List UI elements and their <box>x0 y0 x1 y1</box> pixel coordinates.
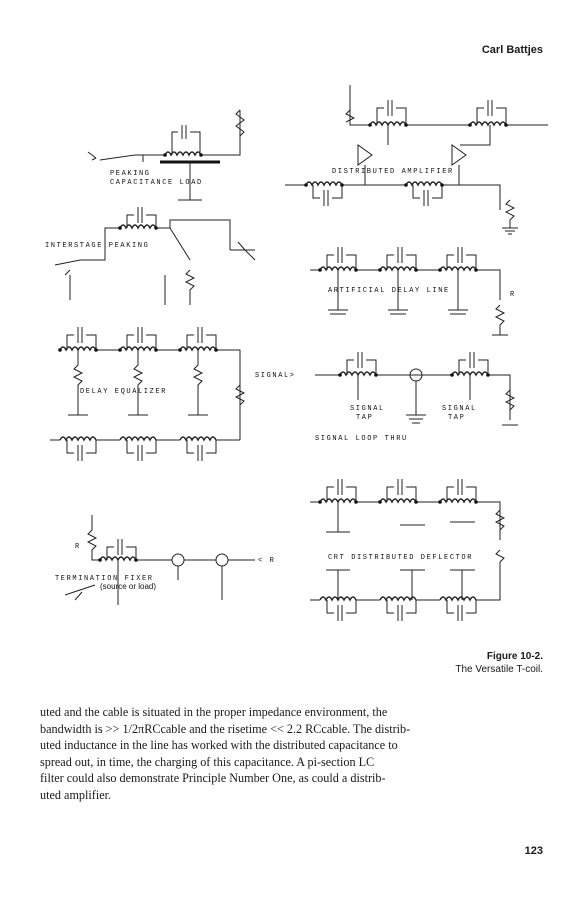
body-line-2: bandwidth is >> 1/2πRCcable and the rise… <box>40 721 411 736</box>
signal-tap-1-tap-label: TAP <box>356 414 373 422</box>
figure-title: The Versatile T-coil. <box>455 664 543 675</box>
peaking-label: PEAKING <box>110 170 151 178</box>
running-header-author: Carl Battjes <box>481 44 543 56</box>
figure-number: Figure 10-2. <box>486 651 543 662</box>
body-line-1: uted and the cable is situated in the pr… <box>40 705 388 719</box>
signal-tap-2-tap-label: TAP <box>448 414 465 422</box>
body-line-6: uted amplifier. <box>40 787 112 802</box>
signal-in-label: SIGNAL> <box>255 372 296 380</box>
page-number: 123 <box>524 845 543 857</box>
source-or-load-label: (source or load) <box>100 582 156 591</box>
termination-fixer-circuit: R < R TERMINATION FIXER (source or load) <box>55 515 275 605</box>
t-coil-figure: PEAKING CAPACITANCE LOAD DISTRIBUTED AMP… <box>40 70 550 650</box>
delay-equalizer-label: DELAY EQUALIZER <box>80 388 167 396</box>
distributed-amplifier-label: DISTRIBUTED AMPLIFIER <box>332 168 454 176</box>
body-line-5: filter could also demonstrate Principle … <box>40 771 386 786</box>
artificial-delay-line-circuit: ARTIFICIAL DELAY LINE R <box>310 247 516 336</box>
r-mid-label: < R <box>258 557 275 565</box>
r-left-label: R <box>75 543 81 551</box>
signal-tap-1-label: SIGNAL <box>350 405 385 413</box>
artificial-delay-line-label: ARTIFICIAL DELAY LINE <box>328 287 450 295</box>
distributed-amplifier-circuit: DISTRIBUTED AMPLIFIER <box>285 85 548 235</box>
figure-caption: Figure 10-2. The Versatile T-coil. <box>455 650 543 676</box>
signal-loop-thru-label: SIGNAL LOOP THRU <box>315 435 408 443</box>
r-right-label: R <box>510 291 516 299</box>
body-paragraph: uted and the cable is situated in the pr… <box>40 704 460 804</box>
crt-deflector-label: CRT DISTRIBUTED DEFLECTOR <box>328 554 473 562</box>
crt-deflector-circuit: CRT DISTRIBUTED DEFLECTOR <box>310 479 506 621</box>
signal-tap-2-label: SIGNAL <box>442 405 477 413</box>
interstage-peaking-label: INTERSTAGE PEAKING <box>45 242 149 250</box>
peaking-capacitance-circuit: PEAKING CAPACITANCE LOAD <box>87 109 245 201</box>
delay-equalizer-circuit: DELAY EQUALIZER <box>50 327 246 461</box>
signal-loop-thru-circuit: SIGNAL> SIGNAL TAP SIGNAL TAP SIGNAL LOO… <box>255 352 518 443</box>
termination-fixer-label: TERMINATION FIXER <box>55 575 154 583</box>
schematic-drawing: PEAKING CAPACITANCE LOAD DISTRIBUTED AMP… <box>45 85 548 621</box>
capacitance-load-label: CAPACITANCE LOAD <box>110 179 203 187</box>
interstage-peaking-circuit: INTERSTAGE PEAKING <box>45 207 256 305</box>
body-line-4: spread out, in time, the charging of thi… <box>40 754 375 769</box>
body-line-3: uted inductance in the line has worked w… <box>40 738 398 753</box>
